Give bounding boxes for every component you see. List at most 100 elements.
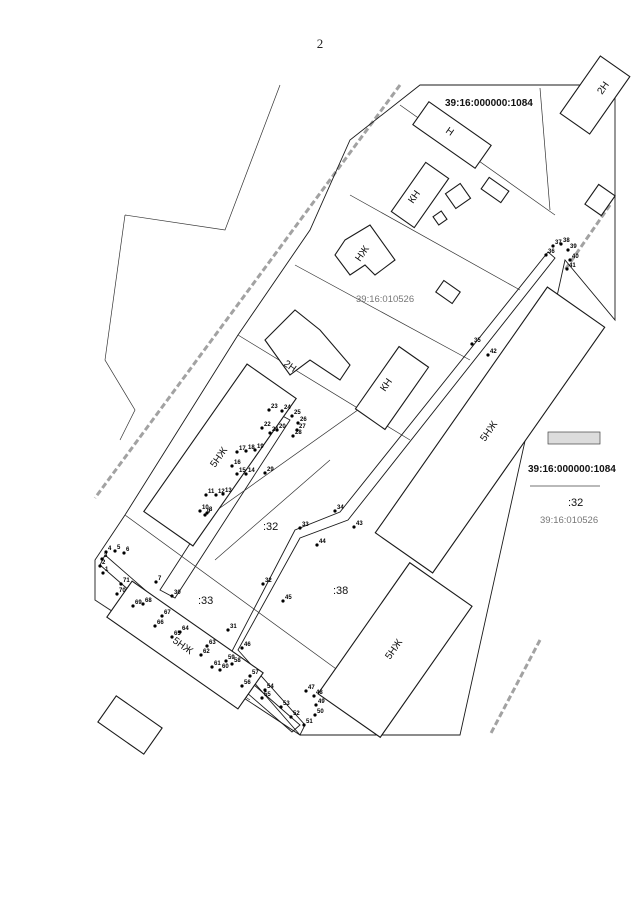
boundary-point-label-68: 68 <box>145 598 152 604</box>
boundary-point-44 <box>315 543 319 547</box>
boundary-point-67 <box>160 614 164 618</box>
boundary-point-9 <box>203 513 207 517</box>
boundary-point-label-39: 39 <box>570 244 577 250</box>
legend-swatch <box>547 431 601 445</box>
boundary-point-62 <box>199 653 203 657</box>
boundary-point-label-2: 2 <box>102 560 106 566</box>
boundary-point-label-44: 44 <box>319 539 326 545</box>
boundary-point-label-24: 24 <box>284 405 291 411</box>
boundary-point-21 <box>268 431 272 435</box>
boundary-point-17 <box>235 450 239 454</box>
boundary-point-label-20: 20 <box>279 424 286 430</box>
boundary-point-label-38: 38 <box>563 238 570 244</box>
boundary-point-24 <box>280 409 284 413</box>
building-2n-mid <box>264 309 351 381</box>
boundary-point-52 <box>289 715 293 719</box>
boundary-point-18 <box>244 449 248 453</box>
boundary-point-label-17: 17 <box>239 446 246 452</box>
cadastral-block-right: 39:16:000000:1084 <box>528 464 616 475</box>
boundary-point-label-67: 67 <box>164 610 171 616</box>
boundary-point-26 <box>296 421 300 425</box>
boundary-point-71 <box>119 582 123 586</box>
boundary-point-label-15: 15 <box>239 468 246 474</box>
boundary-point-label-7: 7 <box>158 576 162 582</box>
boundary-point-23 <box>267 408 271 412</box>
boundary-point-label-42: 42 <box>490 349 497 355</box>
boundary-point-label-22: 22 <box>264 422 271 428</box>
building-corner-right <box>584 183 616 217</box>
boundary-point-47 <box>304 689 308 693</box>
boundary-point-label-19: 19 <box>257 444 264 450</box>
boundary-point-label-55: 55 <box>264 692 271 698</box>
boundary-point-label-26: 26 <box>300 417 307 423</box>
boundary-point-label-35: 35 <box>474 338 481 344</box>
boundary-point-label-31: 31 <box>230 624 237 630</box>
boundary-point-61 <box>210 665 214 669</box>
boundary-point-56 <box>240 684 244 688</box>
boundary-point-64 <box>178 630 182 634</box>
neighbour-outline <box>104 84 281 441</box>
building-small-sq <box>444 182 472 210</box>
boundary-point-label-70: 70 <box>119 588 126 594</box>
building-5nzh-left <box>143 363 297 547</box>
boundary-point-label-52: 52 <box>293 711 300 717</box>
boundary-point-54 <box>263 688 267 692</box>
boundary-point-10 <box>198 509 202 513</box>
boundary-point-label-45: 45 <box>285 595 292 601</box>
boundary-point-29 <box>263 471 267 475</box>
boundary-point-label-16: 16 <box>234 460 241 466</box>
boundary-point-2 <box>98 564 102 568</box>
boundary-point-37 <box>551 244 555 248</box>
boundary-point-label-11: 11 <box>208 489 215 495</box>
boundary-point-label-18: 18 <box>248 445 255 451</box>
boundary-point-label-4: 4 <box>108 546 112 552</box>
boundary-point-label-13: 13 <box>225 488 232 494</box>
boundary-point-label-69: 69 <box>135 600 142 606</box>
boundary-point-label-66: 66 <box>157 620 164 626</box>
boundary-point-53 <box>279 705 283 709</box>
boundary-point-label-54: 54 <box>267 684 274 690</box>
boundary-point-label-41: 41 <box>569 263 576 269</box>
boundary-point-label-57: 57 <box>252 670 259 676</box>
boundary-point-58 <box>230 662 234 666</box>
boundary-point-8 <box>205 511 209 515</box>
boundary-point-label-60: 60 <box>222 664 229 670</box>
boundary-point-46 <box>240 646 244 650</box>
building-nn <box>334 224 396 276</box>
building-n-top <box>412 100 492 170</box>
boundary-point-38 <box>559 242 563 246</box>
parcel-38: :38 <box>333 585 348 597</box>
boundary-point-35 <box>470 342 474 346</box>
boundary-point-label-21: 21 <box>272 427 279 433</box>
boundary-point-label-9: 9 <box>207 509 211 515</box>
boundary-point-5 <box>113 549 117 553</box>
boundary-point-label-33: 33 <box>302 522 309 528</box>
boundary-point-6 <box>122 551 126 555</box>
boundary-point-label-48: 48 <box>316 690 323 696</box>
building-kn-mid <box>354 345 430 431</box>
boundary-point-14 <box>244 472 248 476</box>
building-2n-top <box>559 55 631 135</box>
boundary-point-32 <box>261 582 265 586</box>
boundary-point-label-12: 12 <box>218 489 225 495</box>
boundary-point-label-40: 40 <box>572 254 579 260</box>
boundary-point-label-23: 23 <box>271 404 278 410</box>
pointer-line <box>539 87 551 211</box>
boundary-point-label-50: 50 <box>317 709 324 715</box>
building-bottom-left <box>97 695 163 755</box>
boundary-point-57 <box>248 674 252 678</box>
boundary-point-19 <box>253 448 257 452</box>
boundary-point-7 <box>154 580 158 584</box>
boundary-point-label-59: 59 <box>228 655 235 661</box>
boundary-point-label-64: 64 <box>182 626 189 632</box>
boundary-point-label-28: 28 <box>295 430 302 436</box>
boundary-point-11 <box>204 493 208 497</box>
boundary-point-label-30: 30 <box>174 590 181 596</box>
boundary-point-label-53: 53 <box>283 701 290 707</box>
page-number: 2 <box>316 36 324 51</box>
boundary-point-63 <box>205 644 209 648</box>
boundary-point-66 <box>153 624 157 628</box>
boundary-point-39 <box>566 248 570 252</box>
